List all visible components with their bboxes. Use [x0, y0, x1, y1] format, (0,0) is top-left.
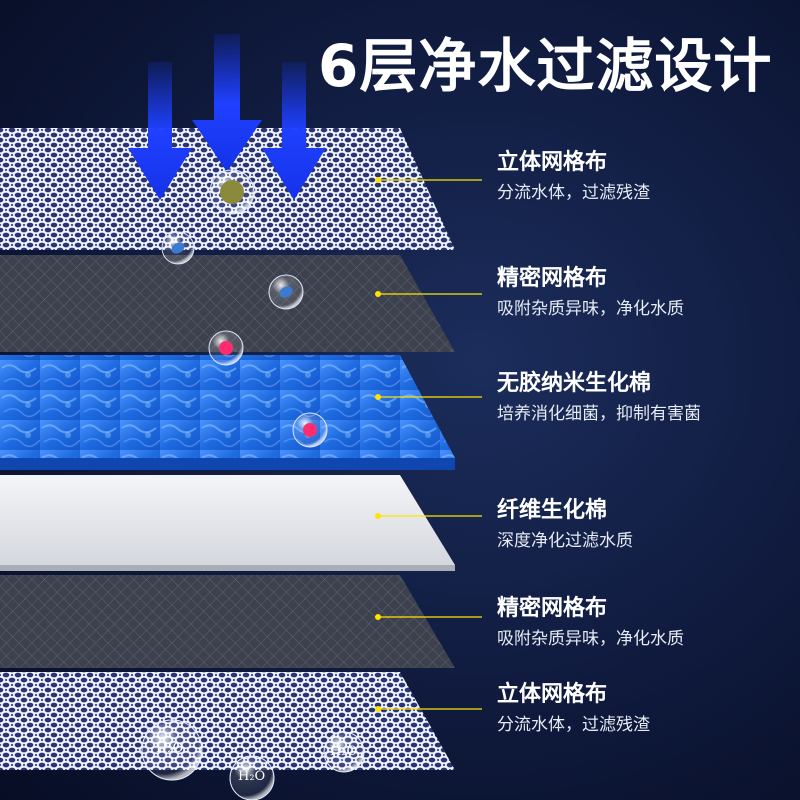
impurity-bubble-icon [268, 274, 304, 310]
page-title: 6层净水过滤设计 [318, 32, 773, 100]
layer-3-sponge [0, 355, 455, 470]
h2o-label: H₂O [330, 744, 358, 759]
dirt-bubble-icon [209, 169, 255, 215]
layer-desc: 分流水体，过滤残渣 [497, 715, 650, 735]
layer-desc: 吸附杂质异味，净化水质 [497, 629, 684, 649]
water-droplet-icon [323, 731, 365, 773]
layer-desc: 深度净化过滤水质 [497, 531, 633, 551]
layer-desc: 吸附杂质异味，净化水质 [497, 299, 684, 319]
layer-name: 立体网格布 [497, 150, 608, 175]
connector [378, 179, 482, 710]
bacteria-bubble-icon [292, 412, 328, 448]
impurity-bubble-icon [161, 231, 195, 265]
layer-name: 无胶纳米生化棉 [497, 371, 652, 396]
layer-name: 精密网格布 [497, 266, 608, 291]
layer-5-precision-mesh [0, 575, 455, 668]
connector-dot [375, 177, 381, 712]
layer-6-label: 立体网格布 分流水体，过滤残渣 [497, 680, 650, 738]
layer-name: 纤维生化棉 [497, 498, 608, 523]
layer-3-label: 无胶纳米生化棉 培养消化细菌，抑制有害菌 [497, 369, 701, 427]
layer-desc: 分流水体，过滤残渣 [497, 183, 650, 203]
down-arrow-icon [128, 62, 192, 200]
bacteria-bubble-icon [208, 330, 244, 366]
layer-name: 立体网格布 [497, 682, 608, 707]
down-arrow-icon [262, 62, 326, 200]
h2o-label: H₂O [238, 769, 266, 784]
layer-5-label: 精密网格布 吸附杂质异味，净化水质 [497, 594, 684, 652]
layer-4-label: 纤维生化棉 深度净化过滤水质 [497, 496, 633, 554]
down-arrow-icon [192, 34, 262, 172]
layer-4-fiber [0, 475, 455, 571]
layer-desc: 培养消化细菌，抑制有害菌 [497, 404, 701, 424]
layer-6-mesh [0, 672, 455, 770]
water-droplet-icon [141, 719, 203, 781]
layer-1-label: 立体网格布 分流水体，过滤残渣 [497, 148, 650, 206]
layer-2-label: 精密网格布 吸附杂质异味，净化水质 [497, 264, 684, 322]
layer-name: 精密网格布 [497, 596, 608, 621]
water-droplet-icon [229, 755, 275, 800]
h2o-label: H₂O [156, 741, 184, 756]
layer-2-precision-mesh [0, 255, 455, 352]
